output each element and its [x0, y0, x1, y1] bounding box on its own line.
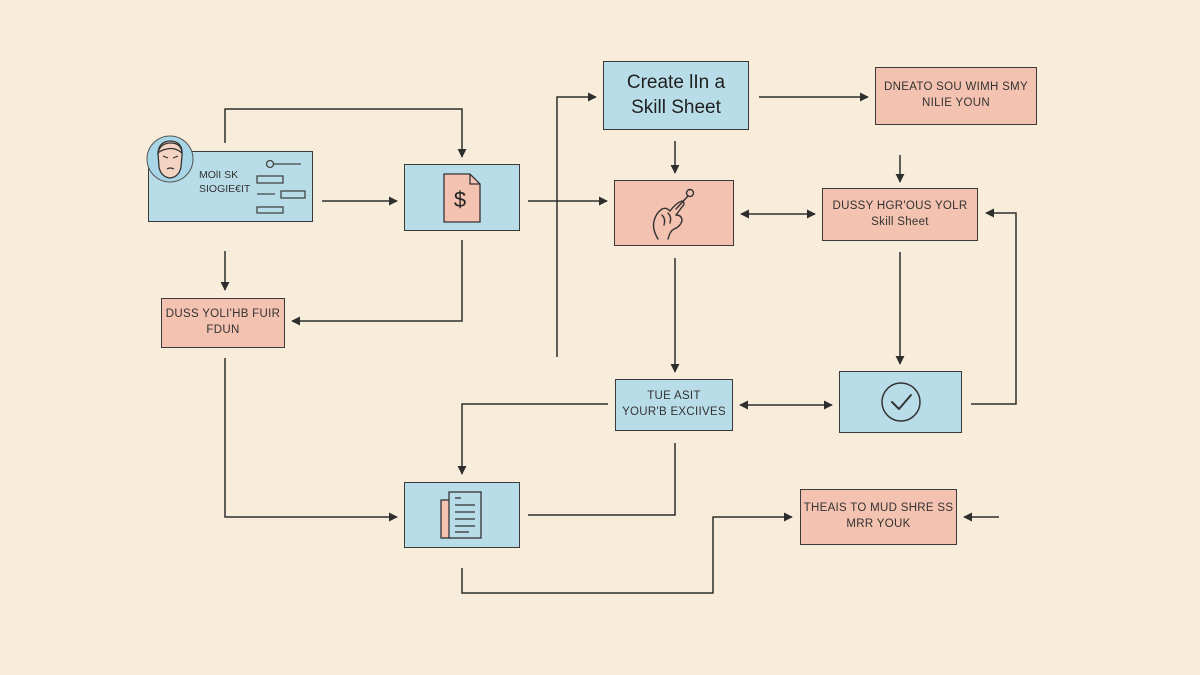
connector-to-docs-top: [457, 403, 608, 475]
form-fields-icon: [256, 159, 306, 214]
dussy-foun-node[interactable]: DUSS YOLI'HB FUIR FDUN: [161, 298, 285, 348]
tue-asit-label: TUE ASIT YOUR'B EXCIIVES: [622, 390, 726, 418]
theas-node[interactable]: THEAIS TO MUD SHRE SS MRR YOUK: [800, 489, 957, 545]
dussy-skill-sheet-node[interactable]: DUSSY HGR'OUS YOLR Skill Sheet: [822, 188, 978, 241]
dussy-foun-label: DUSS YOLI'HB FUIR FDUN: [165, 308, 281, 336]
dussy-skill-sheet-label: DUSSY HGR'OUS YOLR Skill Sheet: [832, 199, 968, 228]
connector-up-to-create: [556, 92, 597, 357]
connector-top-loop: [224, 108, 467, 158]
documents-node[interactable]: [404, 482, 520, 548]
connector-tue-to-docs: [528, 443, 676, 516]
create-skill-sheet-node[interactable]: Create lIn a Skill Sheet: [603, 61, 749, 130]
create-skill-sheet-label: Create lIn a Skill Sheet: [626, 71, 726, 118]
profile-card-label: MOlI SK SIOGIE€IT: [199, 169, 251, 195]
connector-check-loop-back: [971, 208, 1017, 405]
dollar-document-icon: $: [443, 172, 481, 223]
check-node[interactable]: [839, 371, 962, 433]
connector-payment-to-dussy-foun: [291, 240, 463, 326]
svg-text:$: $: [454, 187, 466, 212]
connector-bottom-to-theas: [461, 512, 793, 594]
dneato-label: DNEATO SOU WIMH SMY NILIE YOUN: [884, 81, 1028, 109]
tue-asit-node[interactable]: TUE ASIT YOUR'B EXCIIVES: [615, 379, 733, 431]
dneato-node[interactable]: DNEATO SOU WIMH SMY NILIE YOUN: [875, 67, 1037, 125]
hand-pointer-icon: [652, 188, 695, 240]
avatar-icon: [146, 135, 194, 183]
payment-node[interactable]: $: [404, 164, 520, 231]
hand-node[interactable]: [614, 180, 734, 246]
check-circle-icon: [880, 382, 921, 422]
documents-icon: [440, 491, 482, 539]
theas-label: THEAIS TO MUD SHRE SS MRR YOUK: [803, 502, 954, 530]
connector-dussy-foun-to-docs: [224, 358, 398, 522]
profile-card[interactable]: MOlI SK SIOGIE€IT: [148, 151, 313, 222]
